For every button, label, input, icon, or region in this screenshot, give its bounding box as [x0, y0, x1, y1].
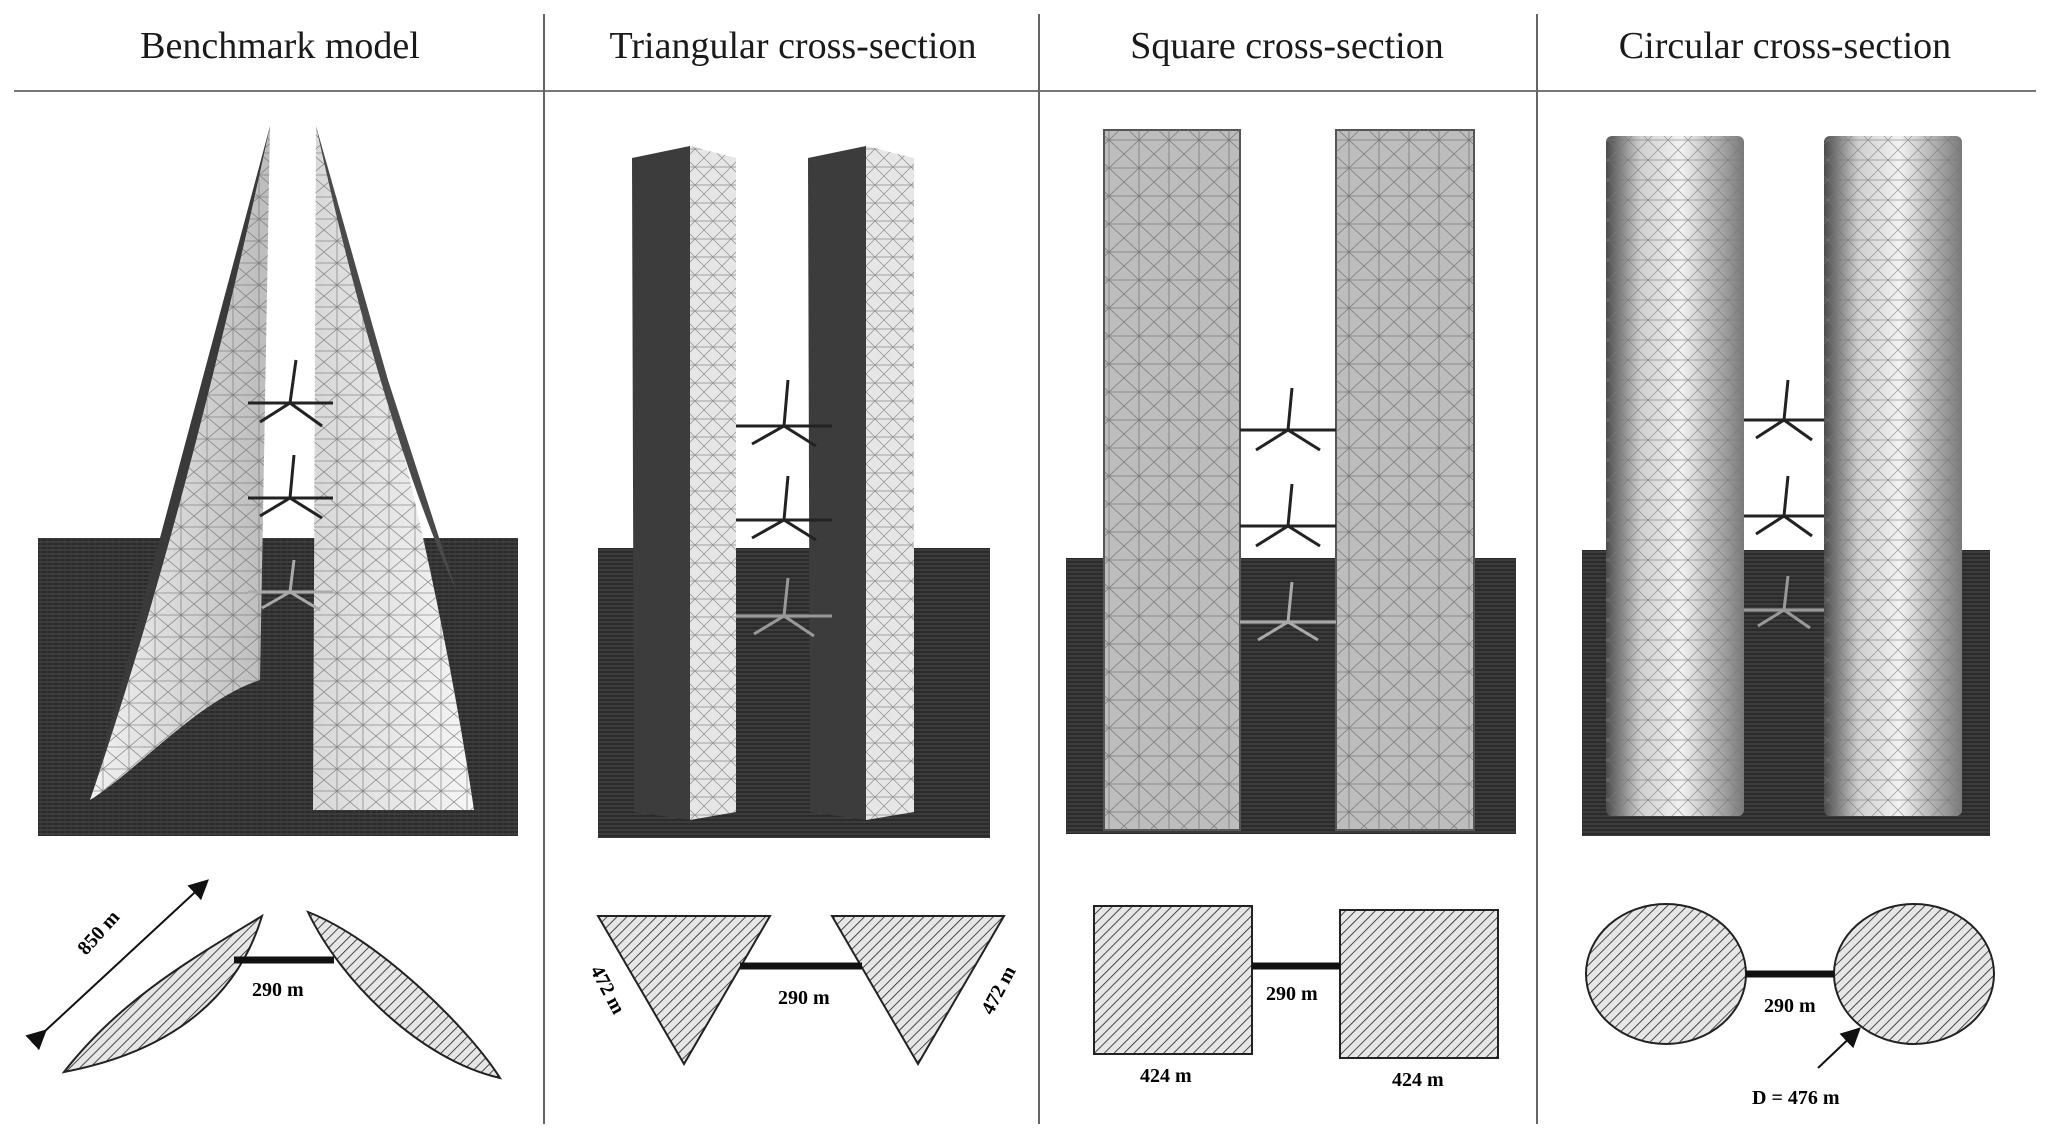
square-plan-left-section	[1093, 905, 1253, 1055]
column-title-triangular: Triangular cross-section	[609, 25, 977, 67]
benchmark-dimension-arrow	[25, 879, 209, 1051]
wind-turbine-top	[248, 359, 333, 428]
circular-spacing-label: 290 m	[1764, 995, 1816, 1017]
circular-plan-right-section	[1833, 903, 1995, 1045]
wind-turbine-middle	[1240, 483, 1336, 548]
column-divider-3	[1536, 14, 1538, 1124]
column-divider-2	[1038, 14, 1040, 1124]
triangular-side-label-left: 472 m	[586, 962, 630, 1018]
triangular-spacing-label: 290 m	[778, 987, 830, 1009]
triangular-3d-render	[598, 146, 990, 838]
circular-diameter-arrow	[1817, 1027, 1861, 1069]
wind-turbine-middle	[736, 475, 832, 542]
benchmark-plan-right-section	[306, 910, 503, 1080]
wind-turbine-bottom	[1240, 581, 1336, 642]
left-tower-dark-face	[90, 126, 270, 800]
wind-turbine-top	[736, 379, 832, 448]
square-side-label-left: 424 m	[1140, 1065, 1192, 1087]
square-3d-render	[1066, 129, 1516, 834]
wind-turbine-bottom	[248, 559, 333, 612]
square-side-label-right: 424 m	[1392, 1069, 1444, 1091]
column-title-benchmark: Benchmark model	[140, 25, 420, 67]
triangular-side-label-right: 472 m	[977, 962, 1021, 1018]
triangular-plan-left-section	[596, 915, 772, 1066]
circular-plan-left-section	[1585, 903, 1747, 1045]
plan-views: 850 m 290 m 472 m 290 m 472 m 290 m 424 …	[25, 879, 1995, 1109]
circular-diameter-label: D = 476 m	[1752, 1087, 1840, 1109]
square-plan-right-section	[1339, 909, 1499, 1059]
circular-3d-render	[1582, 136, 1990, 836]
column-title-square: Square cross-section	[1130, 25, 1444, 67]
header-divider	[14, 90, 2036, 92]
wind-turbine-middle	[248, 454, 333, 520]
column-divider-1	[543, 14, 545, 1124]
wind-turbine-bottom	[1744, 575, 1824, 630]
triangular-plan-right-section	[830, 915, 1006, 1066]
wind-turbine-top	[1744, 379, 1824, 442]
right-tower-dark-face	[808, 146, 866, 820]
wind-turbine-bottom	[736, 577, 832, 638]
benchmark-3d-render	[38, 126, 518, 836]
benchmark-spacing-label: 290 m	[252, 979, 304, 1001]
square-spacing-label: 290 m	[1266, 983, 1318, 1005]
column-title-circular: Circular cross-section	[1618, 25, 1952, 67]
wind-turbine-top	[1240, 387, 1336, 452]
benchmark-length-label: 850 m	[73, 906, 124, 959]
left-tower-dark-face	[632, 146, 690, 820]
wind-turbine-middle	[1744, 475, 1824, 538]
